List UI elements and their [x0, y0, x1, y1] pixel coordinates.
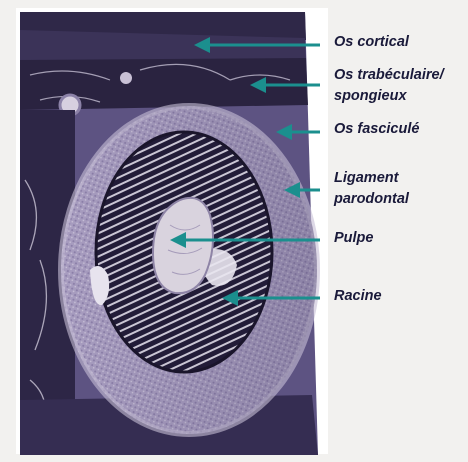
- label-pulpe: Pulpe: [334, 229, 373, 248]
- label-ligament-line2: parodontal: [334, 190, 409, 209]
- label-os-trabeculaire-line2: spongieux: [334, 87, 407, 106]
- label-ligament-line1: Ligament: [334, 169, 398, 188]
- label-os-cortical: Os cortical: [334, 33, 409, 52]
- label-os-fascicule: Os fasciculé: [334, 120, 419, 139]
- label-racine: Racine: [334, 287, 382, 306]
- label-os-trabeculaire-line1: Os trabéculaire/: [334, 66, 444, 85]
- bone-vessel-2: [120, 72, 132, 84]
